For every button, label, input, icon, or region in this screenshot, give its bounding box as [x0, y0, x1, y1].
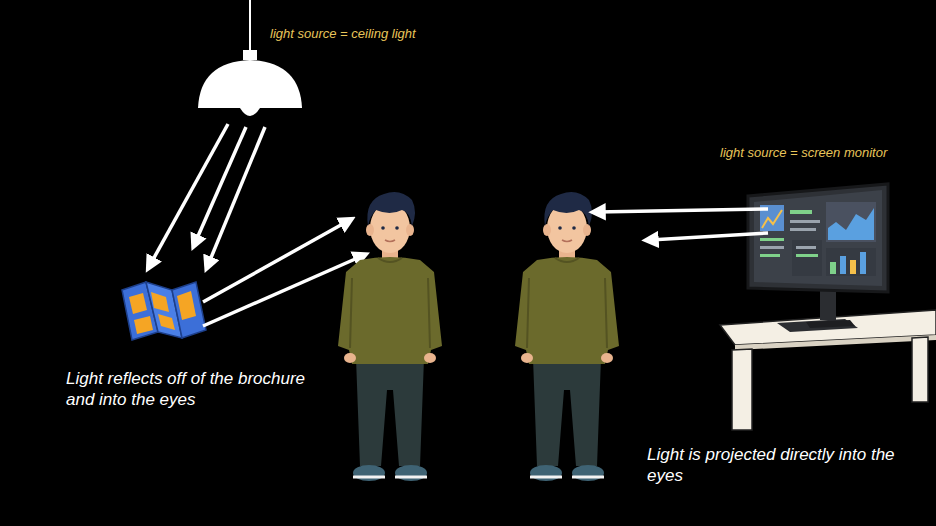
caption-note: Light reflects off of the brochure and i…: [66, 368, 311, 411]
screen-monitor: [748, 184, 888, 328]
brochure: [122, 282, 206, 340]
person: [515, 192, 619, 481]
light-ray: [597, 209, 768, 240]
person: [338, 192, 442, 481]
ceiling-lamp: [198, 0, 302, 116]
desk: [720, 310, 936, 430]
light-source-label: light source = screen monitor: [720, 145, 930, 161]
caption-note: Light is projected directly into the eye…: [647, 444, 909, 487]
light-source-label: light source = ceiling light: [270, 26, 490, 42]
light-ray: [150, 124, 265, 265]
light-ray: [203, 221, 362, 326]
